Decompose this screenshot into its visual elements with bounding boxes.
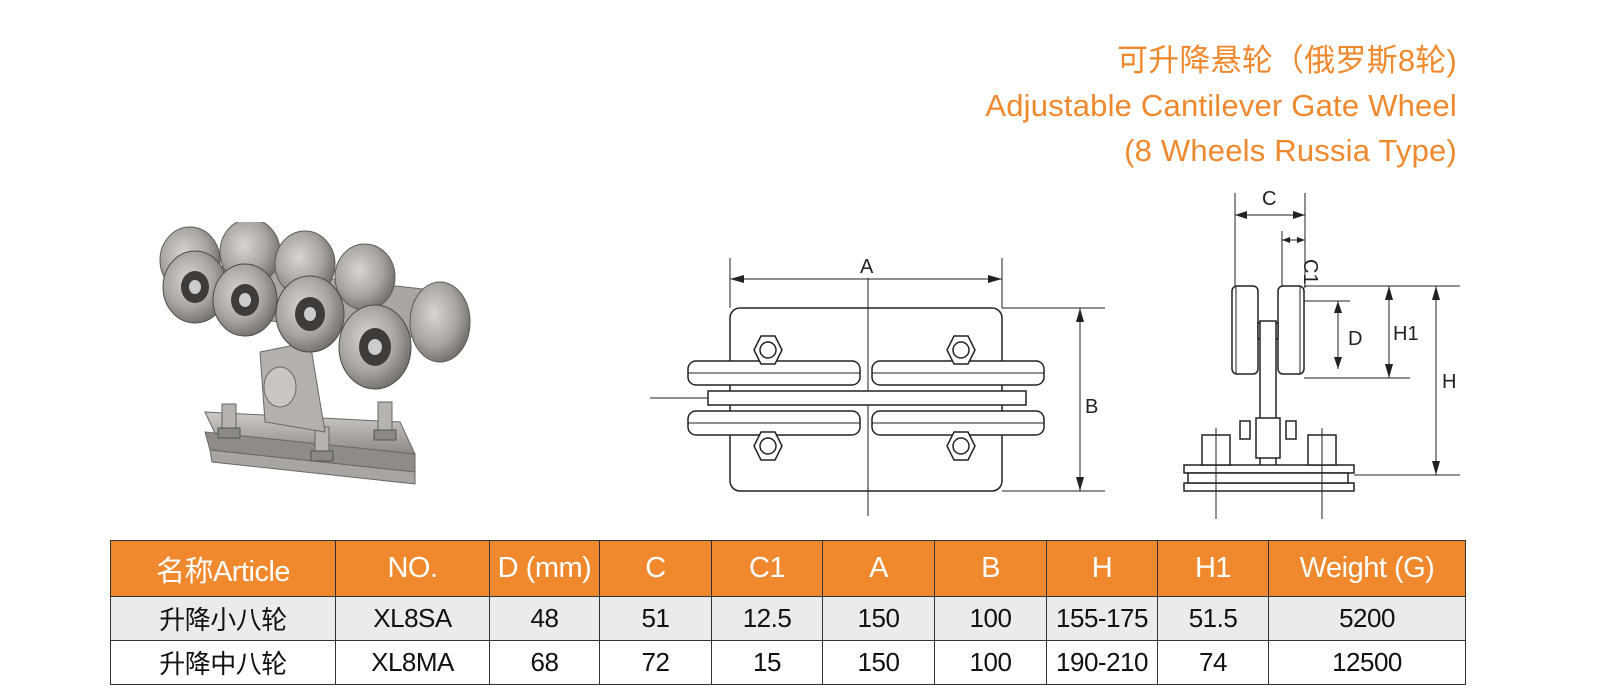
cell-no: XL8SA — [335, 596, 490, 641]
header-h: H — [1046, 540, 1158, 597]
table-row: 升降小八轮 XL8SA 48 51 12.5 150 100 155-175 5… — [110, 596, 1466, 641]
cell-article: 升降中八轮 — [110, 640, 336, 685]
header-a: A — [822, 540, 935, 597]
header-b: B — [934, 540, 1047, 597]
header-c: C — [599, 540, 712, 597]
cell-c1: 12.5 — [711, 596, 823, 641]
cell-h: 155-175 — [1046, 596, 1158, 641]
cell-no: XL8MA — [335, 640, 490, 685]
header-c1: C1 — [711, 540, 823, 597]
product-photo — [159, 222, 471, 485]
front-view-diagram: A B — [650, 256, 1105, 516]
cell-weight: 5200 — [1268, 596, 1466, 641]
cell-weight: 12500 — [1268, 640, 1466, 685]
cell-d: 48 — [489, 596, 600, 641]
cell-b: 100 — [934, 596, 1047, 641]
header-d: D (mm) — [489, 540, 600, 597]
dimension-label-c1: C1 — [1299, 259, 1321, 285]
cell-article: 升降小八轮 — [110, 596, 336, 641]
table-row: 升降中八轮 XL8MA 68 72 15 150 100 190-210 74 … — [110, 640, 1466, 685]
dimension-label-h1: H1 — [1393, 323, 1419, 345]
title-english-subtitle: (8 Wheels Russia Type) — [1124, 133, 1457, 168]
dimension-label-c: C — [1262, 188, 1276, 210]
cell-b: 100 — [934, 640, 1047, 685]
cell-a: 150 — [822, 640, 935, 685]
header-h1: H1 — [1157, 540, 1269, 597]
cell-a: 150 — [822, 596, 935, 641]
header-no: NO. — [335, 540, 490, 597]
dimension-label-d: D — [1348, 328, 1362, 350]
cell-c: 51 — [599, 596, 712, 641]
product-title: 可升降悬轮（俄罗斯8轮) Adjustable Cantilever Gate … — [985, 38, 1457, 173]
cell-d: 68 — [489, 640, 600, 685]
dimension-label-h: H — [1442, 371, 1456, 393]
dimension-label-a: A — [860, 256, 874, 278]
dimension-label-b: B — [1085, 396, 1098, 418]
table-header-row: 名称Article NO. D (mm) C C1 A B H H1 Weigh… — [110, 540, 1466, 597]
header-weight: Weight (G) — [1268, 540, 1466, 597]
cell-h1: 51.5 — [1157, 596, 1269, 641]
side-view-diagram: C C1 H H1 D — [1183, 188, 1460, 519]
cell-h: 190-210 — [1046, 640, 1158, 685]
title-chinese: 可升降悬轮（俄罗斯8轮) — [1117, 43, 1457, 78]
title-english: Adjustable Cantilever Gate Wheel — [985, 88, 1457, 123]
header-article: 名称Article — [110, 540, 336, 597]
cell-c: 72 — [599, 640, 712, 685]
spec-table: 名称Article NO. D (mm) C C1 A B H H1 Weigh… — [110, 540, 1466, 685]
cell-c1: 15 — [711, 640, 823, 685]
cell-h1: 74 — [1157, 640, 1269, 685]
